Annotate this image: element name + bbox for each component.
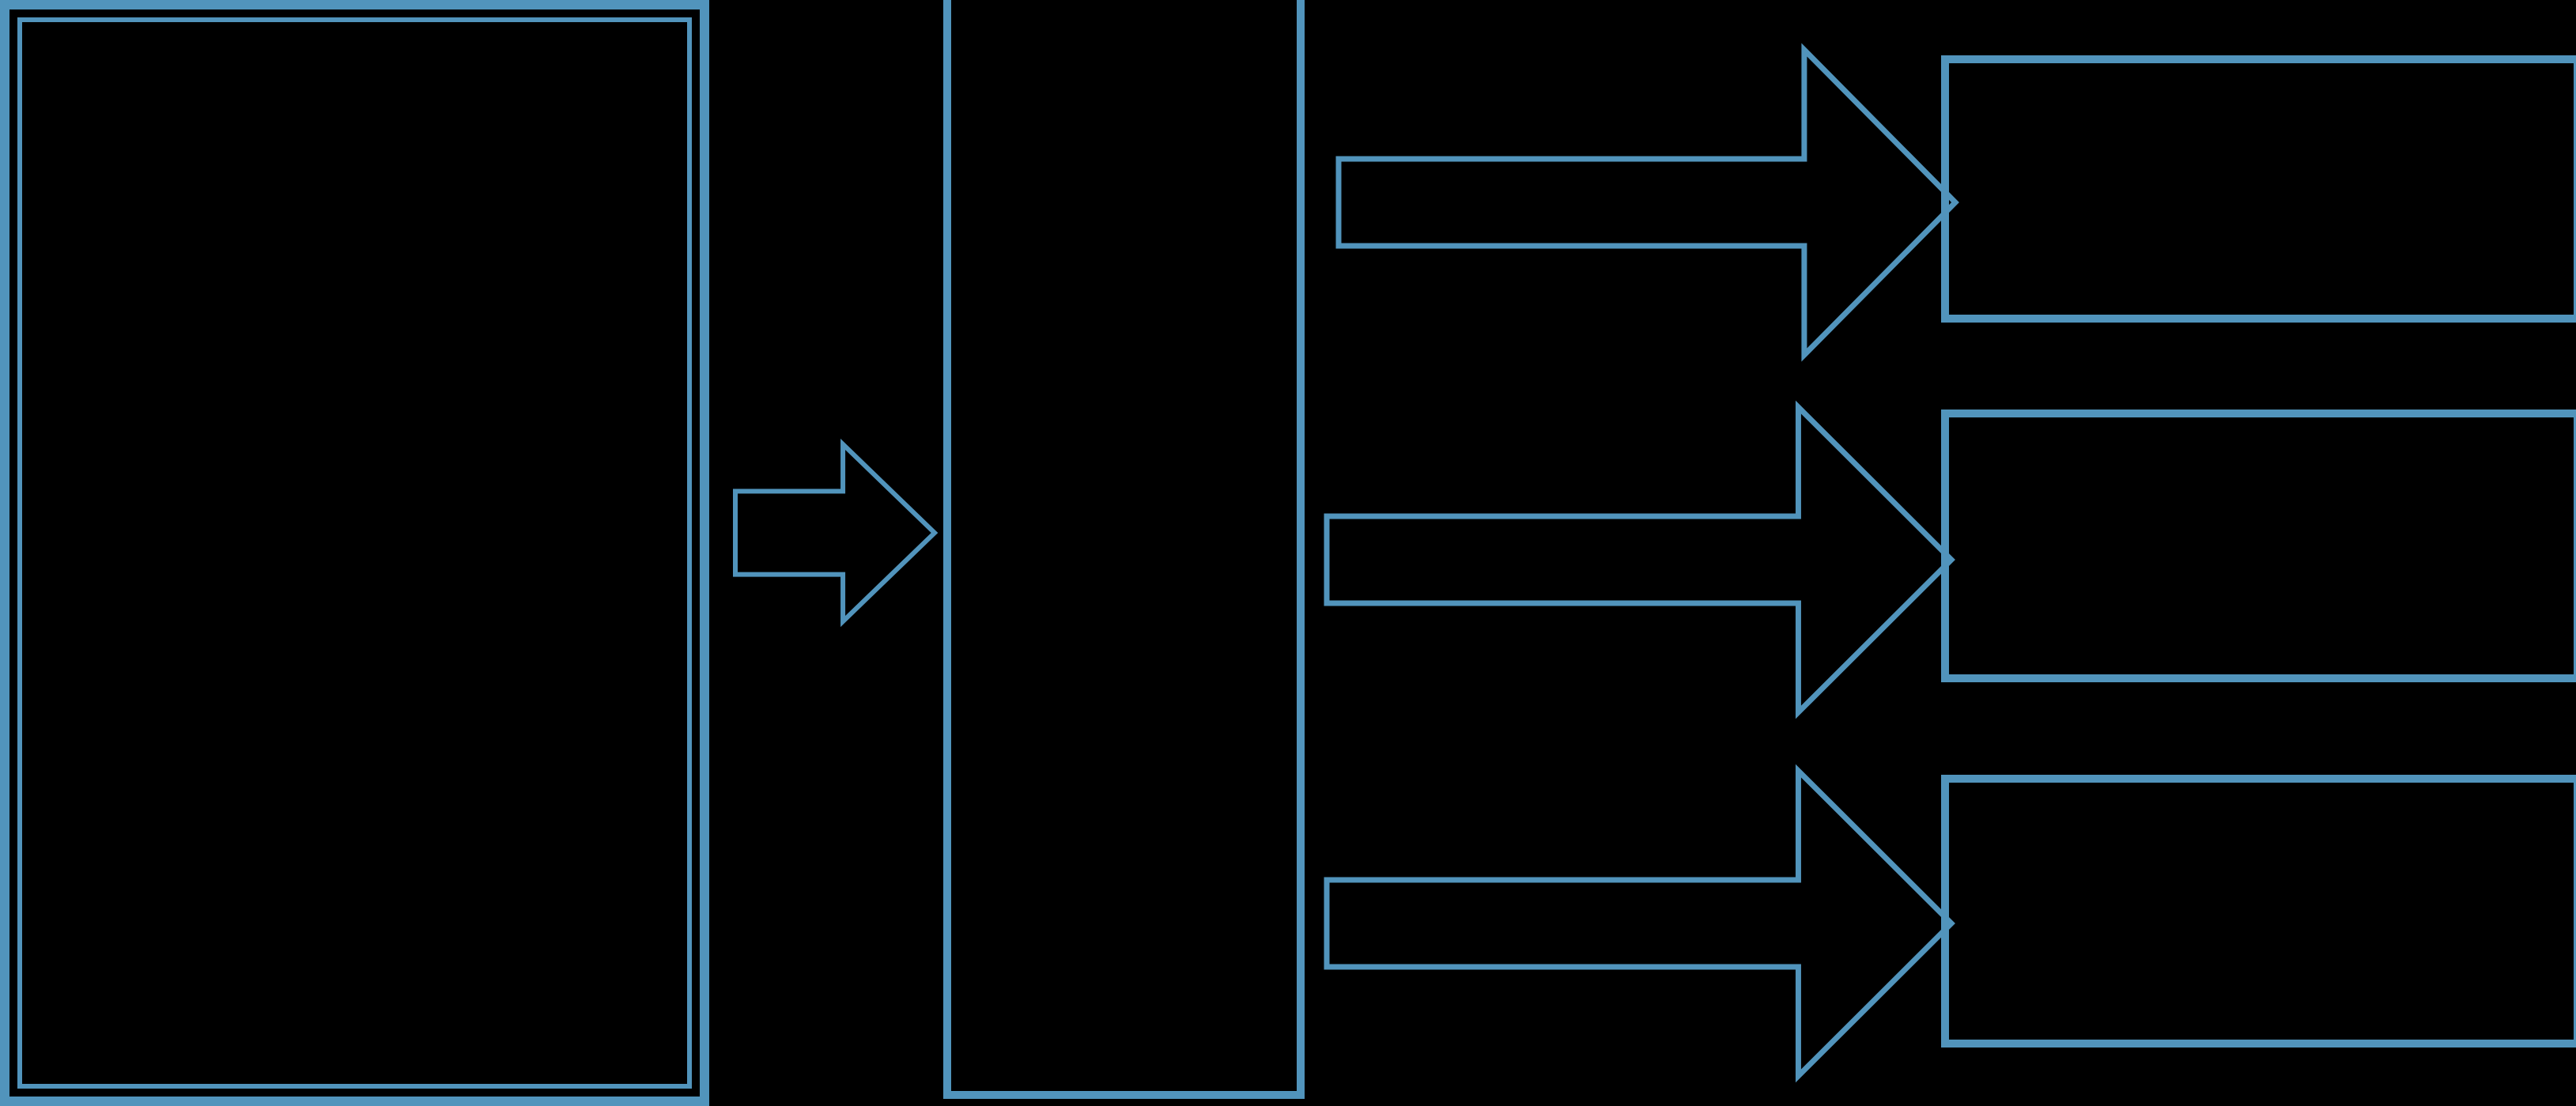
output-box-2[interactable] <box>1941 410 2576 682</box>
pipeline-stage-box[interactable] <box>943 0 1305 1099</box>
connector-arrow-small <box>733 438 939 628</box>
connector-arrow-large-3 <box>1324 764 1955 1083</box>
output-box-3[interactable] <box>1941 775 2576 1047</box>
source-process-box-outer-frame[interactable] <box>0 0 709 1106</box>
output-box-1[interactable] <box>1941 55 2576 323</box>
connector-arrow-large-2 <box>1324 400 1955 719</box>
connector-arrow-large-1 <box>1335 43 1959 362</box>
source-process-box-inner-frame <box>17 17 692 1089</box>
